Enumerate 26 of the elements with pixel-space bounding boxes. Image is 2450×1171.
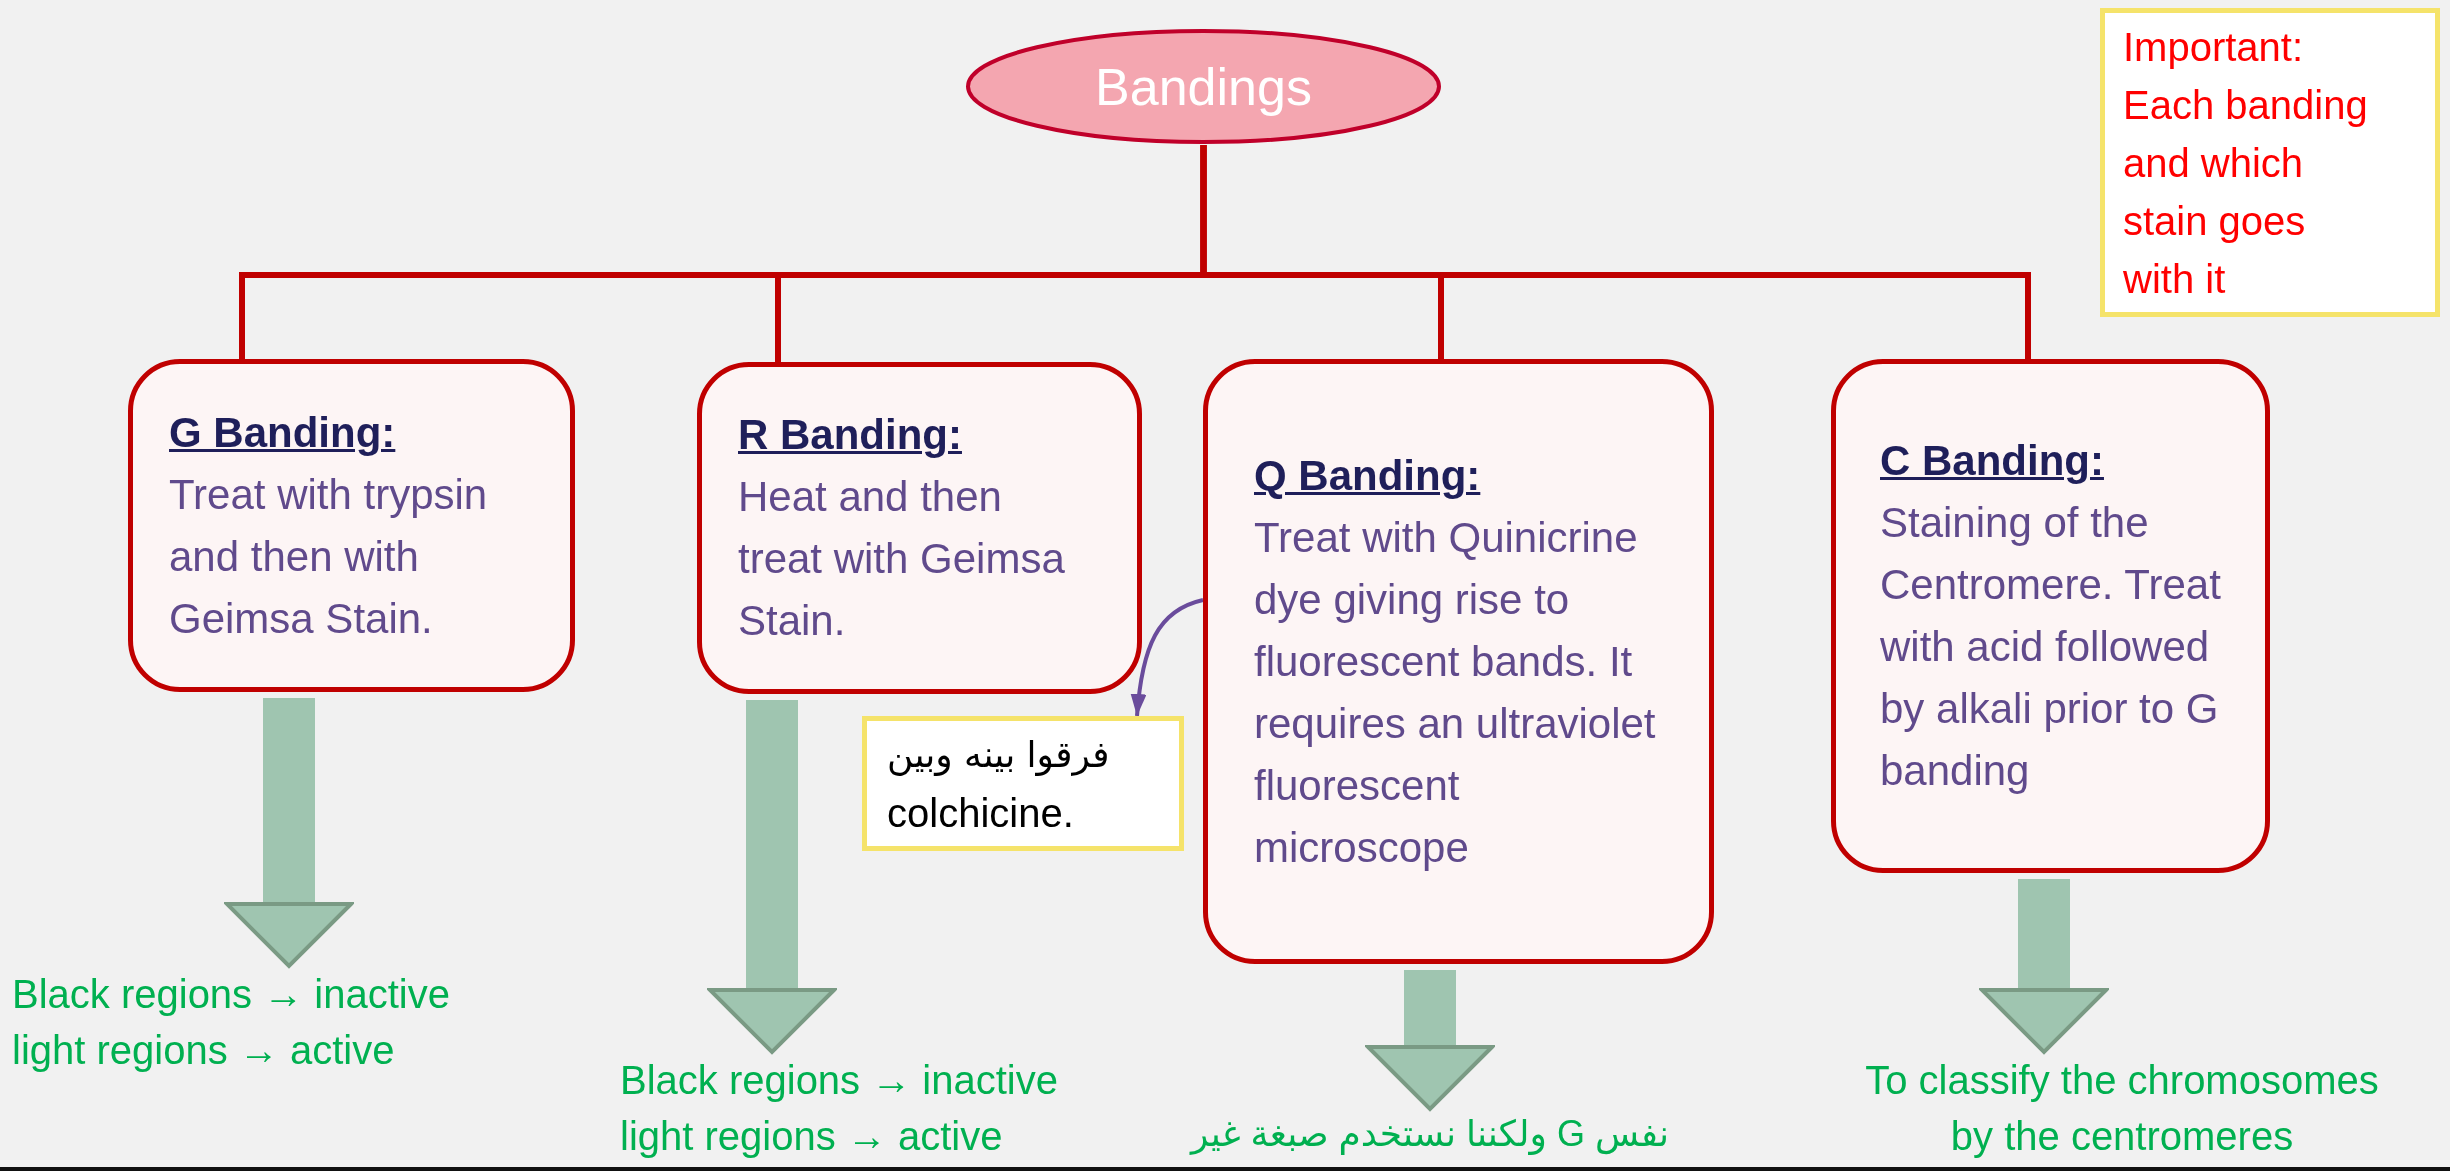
block-arrow — [1980, 879, 2108, 1054]
banding-box — [1203, 359, 1714, 964]
banding-box — [697, 362, 1142, 694]
note-text: Important: Each banding and which stain goes with it — [2123, 23, 2369, 303]
arrow — [1130, 598, 1204, 717]
result-text: Black regions → inactive light regions → active — [12, 966, 492, 1078]
block-arrow — [708, 700, 836, 1054]
result-text: To classify the chromosomes by the centromeres — [1842, 1052, 2402, 1164]
note-box — [862, 716, 1184, 851]
connector-line — [1200, 145, 2031, 359]
note-text: colchicine. — [887, 789, 1075, 837]
block-arrow — [225, 698, 353, 968]
note-text: فرقوا بينه وبين — [887, 732, 1111, 778]
banding-box — [128, 359, 575, 692]
block-arrow — [1366, 970, 1494, 1111]
box-heading: R Banding: — [738, 410, 963, 460]
note-box — [2100, 8, 2440, 317]
box-heading: Q Banding: — [1254, 450, 1482, 501]
box-text: Staining of the Centromere. Treat with acid followed by alkali prior to G banding — [1880, 498, 2222, 796]
banding-box — [1831, 359, 2270, 873]
box-text: Treat with Quinicrine dye giving rise to fluorescent bands. It requires an ultraviolet fluorescent microscope — [1254, 512, 1657, 873]
box-heading: C Banding: — [1880, 436, 2105, 486]
box-text: Treat with trypsin and then with Geimsa Stain. — [169, 469, 489, 644]
box-text: Heat and then treat with Geimsa Stain. — [738, 472, 1066, 646]
title-text: Bandings — [1095, 56, 1312, 117]
box-heading: G Banding: — [169, 407, 397, 458]
